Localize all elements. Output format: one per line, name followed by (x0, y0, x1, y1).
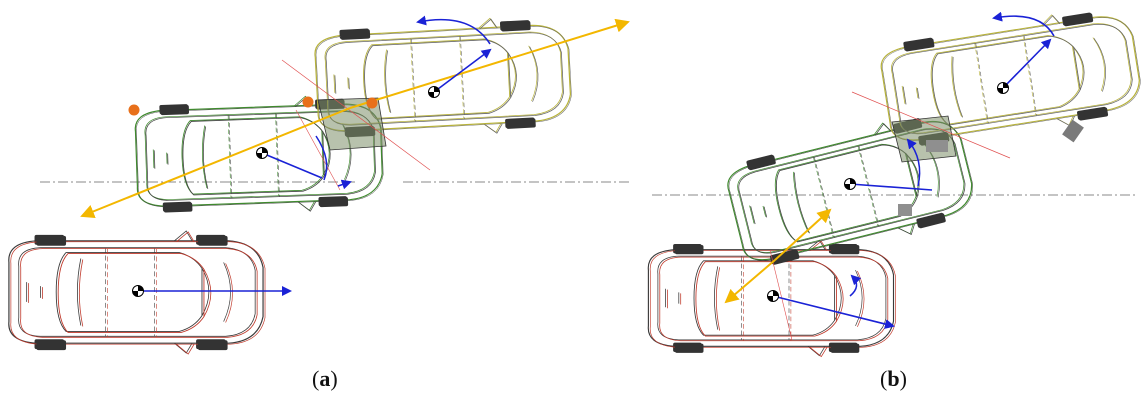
caption-paren-open: ( (312, 366, 320, 391)
red-guide-line (769, 249, 793, 341)
velocity-arrow (849, 183, 933, 191)
impulse-arrow (349, 18, 630, 109)
rotation-arrow (416, 15, 491, 45)
red-guide-line (295, 109, 341, 191)
velocity-arrow (1002, 38, 1052, 89)
velocity-arrow (261, 152, 323, 179)
panel-b-caption: (b) (880, 366, 907, 392)
debris (1062, 119, 1084, 143)
center-of-mass-icon (844, 178, 856, 190)
rotation-arrow (849, 274, 862, 297)
debris (926, 140, 948, 152)
caption-paren-open: ( (880, 366, 888, 391)
rotation-arrow (906, 138, 921, 187)
caption-paren-close: ) (899, 366, 907, 391)
center-of-mass-icon (997, 82, 1009, 94)
center-of-mass-icon (767, 290, 779, 302)
caption-letter: b (887, 366, 900, 391)
impulse-arrow (774, 208, 832, 261)
caption-letter: a (319, 366, 331, 391)
rotation-arrow (337, 179, 352, 190)
contact-zone (891, 115, 957, 163)
panel-b (647, 2, 1143, 358)
panel-a-caption: (a) (312, 366, 338, 392)
rotation-arrow (992, 11, 1055, 37)
velocity-arrow (772, 295, 895, 329)
velocity-arrow (433, 48, 492, 93)
contact-zone (317, 97, 387, 151)
rotation-arrow (315, 135, 328, 181)
contact-point-icon (366, 97, 378, 109)
panel-a (8, 13, 632, 355)
impulse-arrow (80, 107, 351, 219)
contact-point-icon (128, 104, 140, 116)
contact-point-icon (302, 96, 314, 108)
center-of-mass-icon (428, 86, 440, 98)
center-of-mass-icon (132, 285, 144, 297)
caption-paren-close: ) (330, 366, 338, 391)
debris (898, 204, 912, 216)
red-guide-line (851, 91, 1011, 159)
impulse-arrow (724, 259, 776, 304)
center-of-mass-icon (256, 147, 268, 159)
red-guide-line (281, 59, 431, 171)
